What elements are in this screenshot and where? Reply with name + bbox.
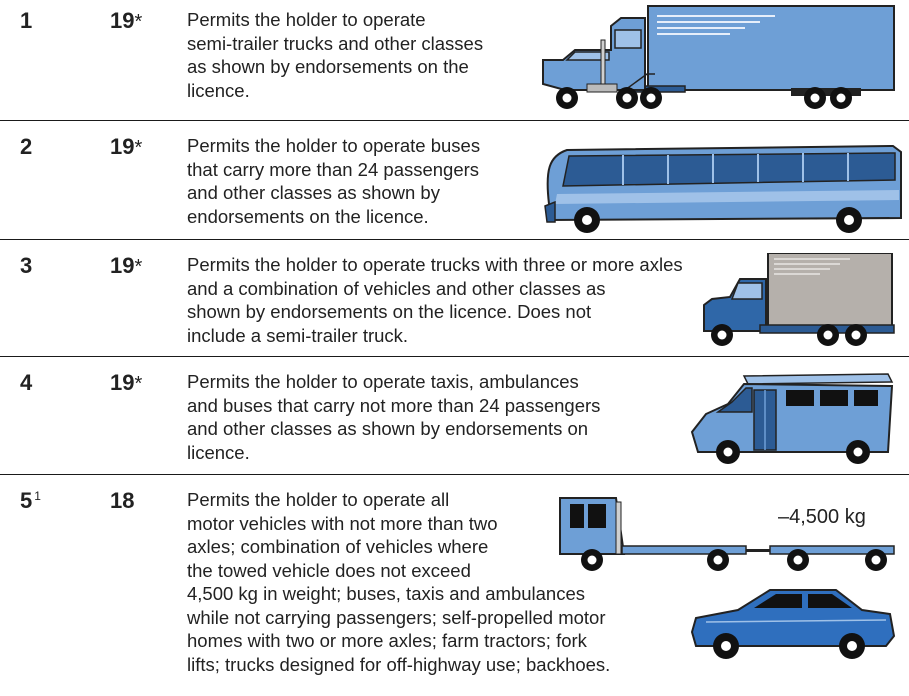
licence-class-row-4: 4 19* Permits the holder to operate taxi…	[0, 370, 909, 475]
bus-icon	[544, 144, 902, 233]
box-truck-icon	[703, 253, 895, 346]
minimum-age: 19*	[110, 253, 143, 278]
class-description: Permits the holder to operate taxis, amb…	[187, 371, 601, 463]
semi-trailer-truck-icon	[542, 5, 895, 109]
footnote-marker: 1	[34, 488, 41, 503]
minimum-age: 19*	[110, 8, 143, 33]
car-icon	[690, 589, 896, 659]
class-number: 1	[20, 8, 33, 33]
minimum-age: 19*	[110, 370, 143, 395]
van-icon	[690, 373, 894, 464]
flatbed-truck-with-trailer-icon	[559, 497, 895, 571]
licence-class-row-2: 2 19* Permits the holder to operate buse…	[0, 134, 909, 240]
class-description: Permits the holder to operate buses that…	[187, 135, 481, 227]
towed-weight-label: –4,500 kg	[778, 506, 866, 528]
class-description: Permits the holder to operate trucks wit…	[187, 254, 683, 346]
class-number: 2	[20, 134, 33, 159]
class-number: 3	[20, 253, 33, 278]
class-description: Permits the holder to operate all motor …	[187, 489, 611, 675]
licence-class-row-3: 3 19* Permits the holder to operate truc…	[0, 253, 909, 357]
class-description: Permits the holder to operate semi-trail…	[187, 9, 484, 101]
minimum-age: 18	[110, 488, 135, 513]
minimum-age: 19*	[110, 134, 143, 159]
class-number: 4	[20, 370, 33, 395]
licence-class-row-1: 1 19* Permits the holder to operate semi…	[0, 5, 909, 121]
